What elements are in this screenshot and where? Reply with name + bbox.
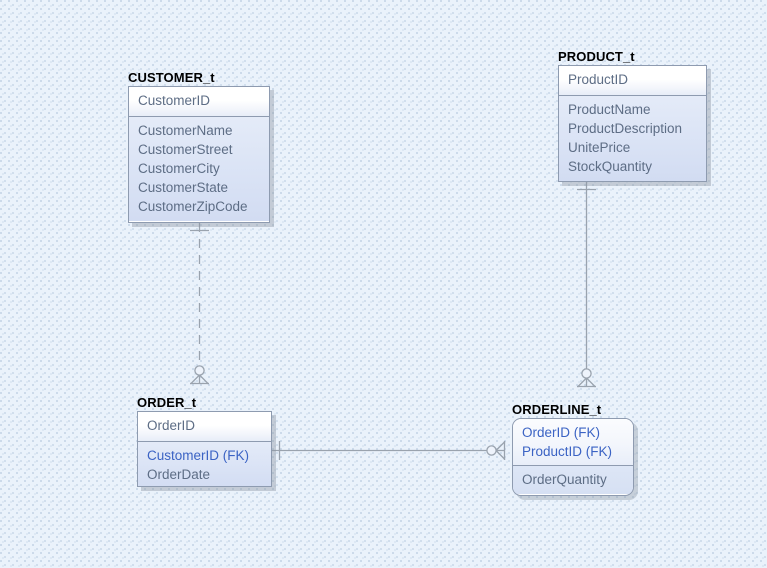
- entity-title-orderline: ORDERLINE_t: [512, 402, 602, 417]
- entity-order[interactable]: ORDER_t OrderID CustomerID (FK) OrderDat…: [137, 395, 272, 487]
- attribute-row: CustomerID (FK): [147, 448, 250, 463]
- entity-attribute-section-customer: CustomerName CustomerStreet CustomerCity…: [129, 117, 269, 221]
- entity-attribute-section-product: ProductName ProductDescription UnitePric…: [559, 96, 706, 181]
- entity-box-product[interactable]: ProductID ProductName ProductDescription…: [558, 65, 707, 182]
- entity-title-customer: CUSTOMER_t: [128, 70, 215, 85]
- entity-box-customer[interactable]: CustomerID CustomerName CustomerStreet C…: [128, 86, 270, 223]
- attribute-row: ProductDescription: [568, 121, 683, 136]
- attribute-row: ProductName: [568, 102, 651, 117]
- attribute-row: CustomerID: [138, 93, 211, 108]
- entity-attribute-section-orderline: OrderQuantity: [513, 466, 633, 494]
- attribute-row: OrderQuantity: [522, 472, 607, 487]
- entity-key-section-order: OrderID: [138, 412, 271, 442]
- entity-box-orderline[interactable]: OrderID (FK) ProductID (FK) OrderQuantit…: [512, 418, 634, 496]
- attribute-row: OrderDate: [147, 467, 211, 482]
- attribute-row: CustomerZipCode: [138, 199, 248, 214]
- attribute-row: ProductID (FK): [522, 444, 613, 459]
- attribute-row: CustomerName: [138, 123, 233, 138]
- entity-orderline[interactable]: ORDERLINE_t OrderID (FK) ProductID (FK) …: [512, 402, 634, 496]
- entity-product[interactable]: PRODUCT_t ProductID ProductName ProductD…: [558, 49, 707, 182]
- attribute-row: UnitePrice: [568, 140, 631, 155]
- attribute-row: OrderID (FK): [522, 425, 601, 440]
- relationship-customer-order[interactable]: [190, 223, 209, 385]
- attribute-row: ProductID: [568, 72, 629, 87]
- relationship-product-orderline[interactable]: [577, 182, 596, 388]
- attribute-row: CustomerCity: [138, 161, 220, 176]
- entity-key-section-orderline: OrderID (FK) ProductID (FK): [513, 419, 633, 466]
- attribute-row: OrderID: [147, 418, 196, 433]
- entity-customer[interactable]: CUSTOMER_t CustomerID CustomerName Custo…: [128, 70, 270, 223]
- entity-title-order: ORDER_t: [137, 395, 197, 410]
- entity-attribute-section-order: CustomerID (FK) OrderDate: [138, 442, 271, 486]
- entity-key-section-customer: CustomerID: [129, 87, 269, 117]
- attribute-row: StockQuantity: [568, 159, 653, 174]
- attribute-row: CustomerStreet: [138, 142, 233, 157]
- attribute-row: CustomerState: [138, 180, 229, 195]
- relationship-order-orderline[interactable]: [272, 441, 506, 460]
- entity-box-order[interactable]: OrderID CustomerID (FK) OrderDate: [137, 411, 272, 487]
- entity-title-product: PRODUCT_t: [558, 49, 635, 64]
- entity-key-section-product: ProductID: [559, 66, 706, 96]
